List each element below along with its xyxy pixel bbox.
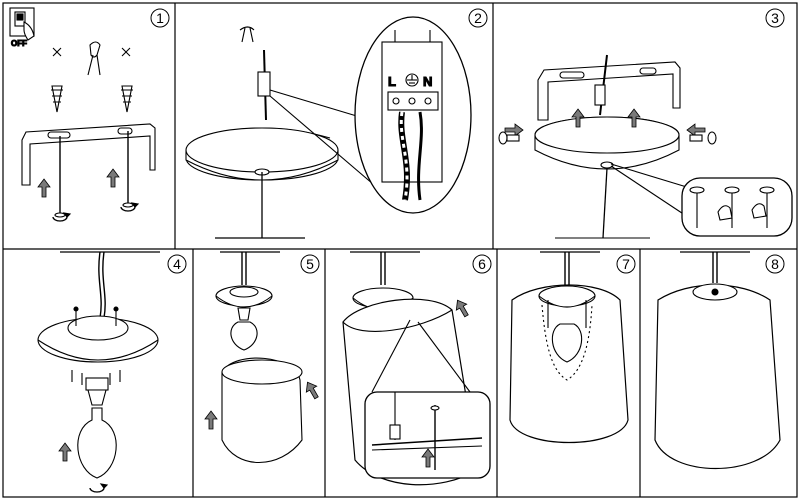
light-bulb-icon — [77, 407, 117, 479]
step-badge-8: 8 — [765, 254, 785, 274]
step-4-illustration — [37, 251, 160, 493]
terminal-block — [239, 26, 271, 121]
step-6-illustration — [342, 251, 491, 486]
terminal-neutral-label: N — [423, 74, 432, 89]
step-badge-6: 6 — [472, 254, 492, 274]
step-number-1: 1 — [156, 10, 164, 26]
wiring-detail-callout: L N — [354, 16, 472, 214]
step-number-2: 2 — [474, 10, 482, 26]
tool-icon — [87, 41, 101, 76]
mounting-bracket — [21, 123, 156, 186]
step-7-illustration — [509, 251, 629, 443]
canopy — [185, 127, 339, 181]
screw-icon — [54, 131, 134, 218]
glass-shade — [654, 284, 781, 470]
screw-adjust-callout — [681, 177, 793, 237]
screw-detail-callout — [364, 391, 491, 479]
step-number-3: 3 — [771, 10, 779, 26]
light-bulb-icon — [551, 323, 583, 363]
step-number-5: 5 — [306, 256, 314, 272]
x-mark-icon — [52, 47, 131, 57]
step-badge-1: 1 — [150, 8, 170, 28]
power-switch-icon: OFF — [9, 7, 35, 49]
step-number-6: 6 — [478, 256, 486, 272]
step-number-8: 8 — [771, 256, 779, 272]
step-2-illustration: L N — [185, 16, 472, 239]
socket-screws — [71, 306, 121, 385]
step-3-illustration — [498, 54, 793, 239]
step-8-illustration — [654, 251, 781, 470]
step-badge-2: 2 — [468, 8, 488, 28]
step-5-illustration — [204, 251, 323, 463]
light-bulb-icon — [230, 321, 258, 351]
step-number-7: 7 — [622, 256, 630, 272]
glass-shade — [509, 284, 629, 443]
terminal-live-label: L — [388, 74, 396, 89]
ground-icon — [405, 73, 419, 87]
side-screw-icon — [498, 131, 717, 145]
wall-plug-icon — [51, 85, 133, 113]
glass-shade — [221, 357, 303, 463]
step-badge-5: 5 — [300, 254, 320, 274]
switch-off-label: OFF — [11, 39, 27, 48]
step-badge-3: 3 — [765, 8, 785, 28]
step-1-illustration: OFF — [9, 7, 156, 222]
step-badge-4: 4 — [167, 254, 187, 274]
step-number-4: 4 — [173, 256, 181, 272]
step-badge-7: 7 — [616, 254, 636, 274]
